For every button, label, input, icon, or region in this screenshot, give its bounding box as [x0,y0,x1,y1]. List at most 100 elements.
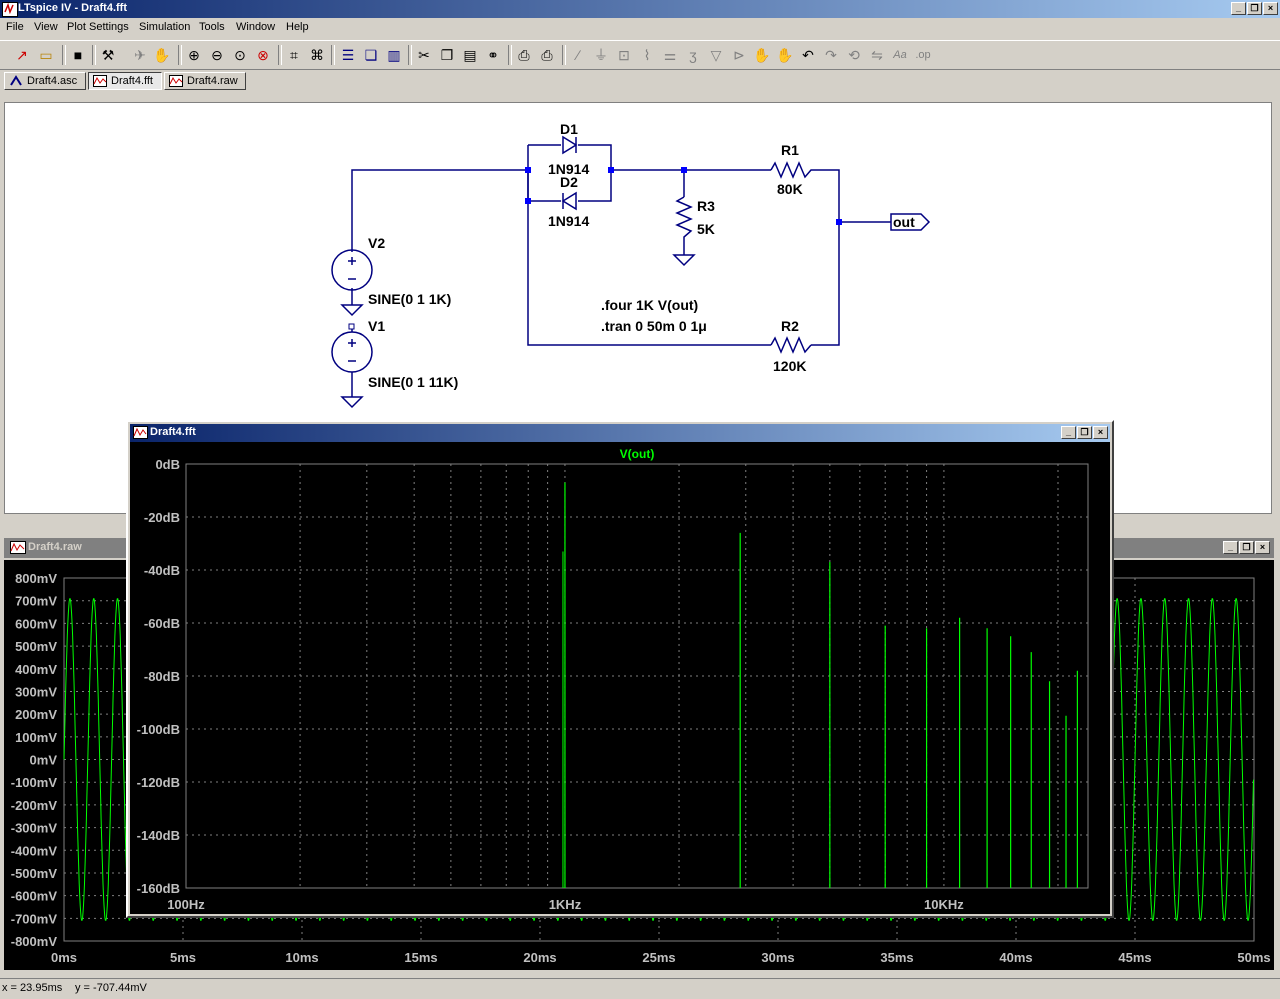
y-tick-label: 300mV [15,684,57,699]
paste-icon[interactable]: ▤ [463,47,477,63]
waveform-icon [10,541,26,554]
zoom-fit-icon[interactable]: ⊙ [234,47,246,63]
tab-fft-label: Draft4.fft [111,75,153,87]
tran-directive[interactable]: .tran 0 50m 0 1μ [601,318,707,334]
x-tick-label: 50ms [1237,950,1270,965]
inductor-icon[interactable]: ʒ [689,47,697,63]
fft-plot-area[interactable]: 0dB-20dB-40dB-60dB-80dB-100dB-120dB-140d… [130,442,1110,914]
menu-view[interactable]: View [34,21,58,33]
v1-value: SINE(0 1 11K) [368,374,458,390]
voltage-source-v2[interactable] [331,249,373,291]
waveform-icon [93,75,107,87]
tab-schematic[interactable]: Draft4.asc [4,72,86,90]
redo-icon[interactable]: ↷ [825,47,837,63]
tab-raw[interactable]: Draft4.raw [164,72,246,90]
x-tick-label: 40ms [999,950,1032,965]
resistor-r3-symbol[interactable] [675,196,693,241]
close-button[interactable]: × [1263,2,1278,15]
y-tick-label: -400mV [11,843,58,858]
y-tick-label: -800mV [11,934,58,949]
y-tick-label: 400mV [15,662,57,677]
new-schematic-icon[interactable]: ↗ [16,47,28,63]
resistor-r1-symbol[interactable] [770,161,813,179]
four-directive[interactable]: .four 1K V(out) [601,297,698,313]
wire-icon[interactable]: ∕ [576,47,580,63]
menu-plot-settings[interactable]: Plot Settings [67,21,129,33]
restore-button[interactable]: ❐ [1077,426,1092,439]
move-icon[interactable]: ✋ [753,47,771,63]
drag-icon[interactable]: ✋ [776,47,794,63]
copy-icon[interactable]: ❐ [440,47,454,63]
voltage-source-v1[interactable] [331,331,373,373]
diode-d1-symbol[interactable] [562,135,578,155]
run-icon[interactable]: ✈ [134,47,146,63]
waveform-icon [133,426,148,439]
r2-value: 120K [773,358,806,374]
zoom-cancel-icon[interactable]: ⊗ [257,47,269,63]
restore-button[interactable]: ❐ [1239,541,1254,554]
cut-icon[interactable]: ✂ [418,47,430,63]
open-icon[interactable]: ▭ [39,47,53,63]
ltspice-app-icon[interactable] [2,2,18,17]
close-button[interactable]: × [1093,426,1108,439]
find-icon[interactable]: ⚭ [487,47,499,63]
menu-bar: File View Plot Settings Simulation Tools… [0,18,1280,38]
ground-icon[interactable]: ⏚ [594,47,608,63]
resistor-icon[interactable]: ⌇ [643,47,651,63]
capacitor-icon[interactable]: ⚌ [663,47,677,63]
label-icon[interactable]: ⊡ [618,47,630,63]
rotate-icon[interactable]: ⟲ [848,47,860,63]
save-icon[interactable]: ■ [73,47,83,63]
component-icon[interactable]: ⊳ [733,47,745,63]
toolbar: ↗ ▭ ■ ⚒ ✈ ✋ ⊕ ⊖ ⊙ ⊗ ⌗ ⌘ ☰ ❏ ▥ ✂ ❐ ▤ ⚭ ⎙ … [0,40,1280,70]
x-tick-label: 10ms [285,950,318,965]
d1-name: D1 [560,121,578,137]
cascade-icon[interactable]: ❏ [364,47,378,63]
menu-window[interactable]: Window [236,21,276,33]
d2-name: D2 [560,174,578,190]
fft-plot-window[interactable]: Draft4.fft _ ❐ × 0dB-20dB-40dB-60dB-80dB… [126,420,1114,918]
print-icon[interactable]: ⎙ [541,47,553,63]
autorange-y-icon[interactable]: ⌘ [310,47,324,63]
fft-window-titlebar[interactable]: Draft4.fft _ ❐ × [130,424,1110,442]
tab-fft[interactable]: Draft4.fft [88,72,162,90]
halt-icon[interactable]: ✋ [153,47,171,63]
minimize-button[interactable]: _ [1223,541,1238,554]
zoom-out-icon[interactable]: ⊖ [211,47,223,63]
y-tick-label: -100mV [11,775,58,790]
autorange-icon[interactable]: ⌗ [290,47,298,63]
y-tick-label: -140dB [137,828,180,843]
restore-button[interactable]: ❐ [1247,2,1262,15]
text-icon[interactable]: Aa [893,49,907,61]
net-label-out[interactable] [890,213,931,231]
diode-icon[interactable]: ▽ [710,47,722,63]
menu-file[interactable]: File [6,21,24,33]
tile-horizontal-icon[interactable]: ☰ [341,47,355,63]
close-button[interactable]: × [1255,541,1270,554]
tab-raw-label: Draft4.raw [187,75,238,87]
y-tick-label: 800mV [15,571,57,586]
mirror-icon[interactable]: ⇋ [871,47,883,63]
minimize-button[interactable]: _ [1061,426,1076,439]
y-tick-label: 200mV [15,707,57,722]
control-panel-icon[interactable]: ⚒ [101,47,115,63]
app-titlebar[interactable]: LTspice IV - Draft4.fft _ ❐ × [0,0,1280,18]
tile-vertical-icon[interactable]: ▥ [387,47,401,63]
y-tick-label: -60dB [144,616,180,631]
tab-schematic-label: Draft4.asc [27,75,78,87]
y-tick-label: -40dB [144,563,180,578]
zoom-in-icon[interactable]: ⊕ [188,47,200,63]
diode-d2-symbol[interactable] [561,191,577,211]
x-tick-label: 30ms [761,950,794,965]
print-preview-icon[interactable]: ⎙ [518,47,530,63]
menu-help[interactable]: Help [286,21,309,33]
d2-model: 1N914 [548,213,589,229]
spice-directive-icon[interactable]: .op [915,49,931,61]
undo-icon[interactable]: ↶ [802,47,814,63]
menu-tools[interactable]: Tools [199,21,225,33]
y-tick-label: -500mV [11,866,58,881]
resistor-r2-symbol[interactable] [770,336,812,354]
y-tick-label: 0dB [155,457,180,472]
minimize-button[interactable]: _ [1231,2,1246,15]
menu-simulation[interactable]: Simulation [139,21,191,33]
